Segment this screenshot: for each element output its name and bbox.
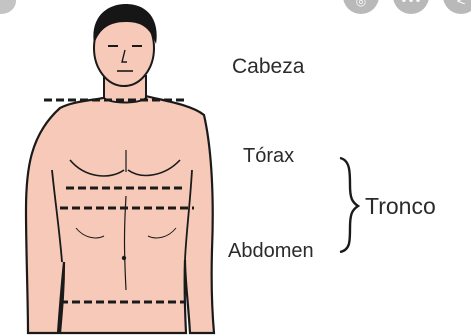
- torso-shape: [26, 96, 214, 333]
- share-icon: <: [456, 0, 466, 8]
- label-chest: Tórax: [243, 145, 294, 168]
- label-trunk: Tronco: [365, 193, 436, 220]
- navel: [122, 256, 126, 260]
- trunk-bracket: [340, 158, 358, 252]
- lens-icon: ◎: [356, 0, 366, 8]
- label-head: Cabeza: [232, 55, 304, 79]
- more-options-icon: •••: [400, 0, 421, 8]
- label-abdomen: Abdomen: [228, 240, 314, 263]
